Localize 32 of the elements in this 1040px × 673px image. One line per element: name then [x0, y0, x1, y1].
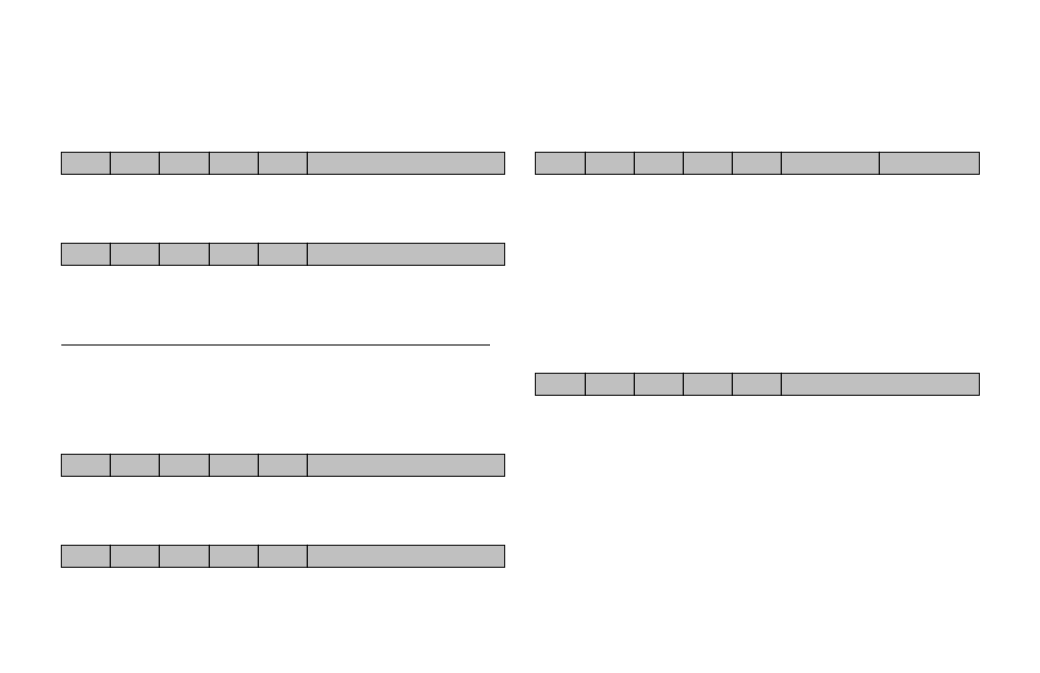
cell: [257, 544, 308, 568]
cell: [257, 453, 308, 477]
cell: [60, 151, 111, 175]
cell: [60, 453, 111, 477]
cell: [109, 242, 160, 266]
cell: [584, 372, 635, 396]
cell: [257, 151, 308, 175]
cell: [780, 151, 880, 175]
cell: [731, 151, 782, 175]
cell: [633, 372, 684, 396]
cell: [878, 151, 980, 175]
cell: [731, 372, 782, 396]
cell: [633, 151, 684, 175]
cell: [682, 372, 733, 396]
cell: [208, 242, 259, 266]
cell: [584, 151, 635, 175]
cell: [208, 544, 259, 568]
cell: [158, 453, 210, 477]
cell: [257, 242, 308, 266]
cell: [109, 453, 160, 477]
cell: [158, 544, 210, 568]
cell: [682, 151, 733, 175]
cell: [158, 242, 210, 266]
cell: [534, 151, 586, 175]
cell: [109, 544, 160, 568]
cell: [109, 151, 160, 175]
cell: [158, 151, 210, 175]
cell: [208, 151, 259, 175]
cell: [534, 372, 586, 396]
cell: [60, 544, 111, 568]
cell: [208, 453, 259, 477]
cell: [60, 242, 111, 266]
